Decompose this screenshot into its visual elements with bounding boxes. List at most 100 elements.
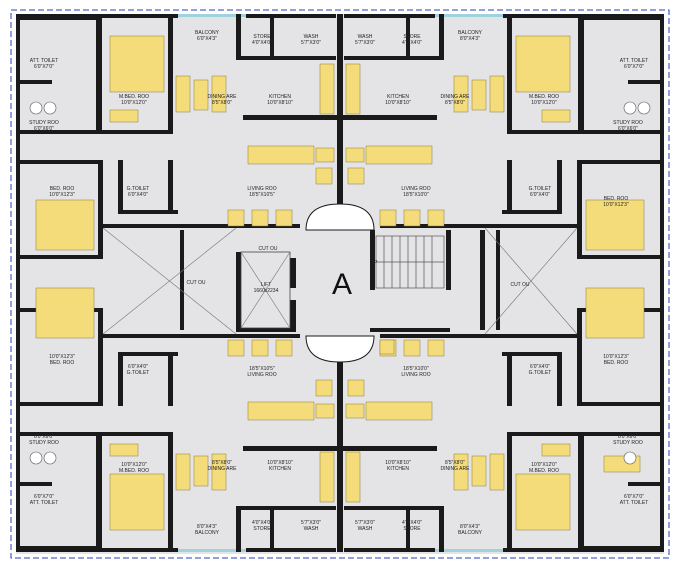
mbed-ne-dim: 10'0"X12'0": [531, 100, 557, 106]
living-ne-dim: 18'5"X10'0": [403, 192, 429, 198]
kitchen-sw-dim: 10'0"X8'10": [267, 460, 293, 466]
store-se-dim: 4'0"X4'0": [402, 520, 422, 526]
dining-nw-name: DINING ARE: [208, 94, 238, 100]
balcony-sw-dim: 8'0"X4'3": [197, 524, 217, 530]
wash-ne-name: WASH: [358, 34, 373, 40]
balcony-se-dim: 8'0"X4'3": [460, 524, 480, 530]
store-se-name: STORE: [403, 526, 421, 532]
study-se-name: STUDY ROO: [613, 440, 643, 446]
bed-sw-name: BED. ROO: [50, 360, 75, 366]
balcony-nw-name: BALCONY: [195, 30, 220, 36]
toilet-fixtures: [29, 101, 651, 465]
bed-nw-dim: 10'0"X12'3": [49, 192, 75, 198]
dining-ne-dim: 8'5"X8'0": [445, 100, 465, 106]
mbed-nw-dim: 10'0"X12'0": [121, 100, 147, 106]
dining-nw-dim: 8'5"X8'0": [212, 100, 232, 106]
store-ne-dim: 4'0"X4'0": [402, 40, 422, 46]
store-sw-dim: 4'0"X4'0": [252, 520, 272, 526]
wash-ne-dim: 5'7"X3'0": [355, 40, 375, 46]
atttoilet-ne-name: ATT. TOILET: [620, 58, 649, 64]
living-sw-dim: 18'5"X10'5": [249, 366, 275, 372]
gtoilet-nw-dim: 6'0"X4'0": [128, 192, 148, 198]
gtoilet-se-name: G.TOILET: [529, 370, 552, 376]
mbed-sw-name: M.BED. ROO: [119, 468, 149, 474]
atttoilet-se-name: ATT. TOILET: [620, 500, 649, 506]
staircase: [375, 235, 445, 289]
store-ne-name: STORE: [403, 34, 421, 40]
gtoilet-nw-name: G.TOILET: [127, 186, 150, 192]
dining-sw-name: DINING ARE: [208, 466, 238, 472]
atttoilet-nw-dim: 6'0"X7'0": [34, 64, 54, 70]
wash-sw-dim: 5'7"X3'0": [301, 520, 321, 526]
bed-ne-name: BED. ROO: [604, 196, 629, 202]
wash-se-name: WASH: [358, 526, 373, 532]
bed-se-dim: 10'0"X12'3": [603, 354, 629, 360]
atttoilet-nw-name: ATT. TOILET: [30, 58, 59, 64]
living-se-dim: 18'5"X10'0": [403, 366, 429, 372]
living-nw-name: LIVING ROO: [247, 186, 276, 192]
cutout-w-label: CUT OU: [186, 280, 205, 286]
study-nw-dim: 6'0"X6'0": [34, 126, 54, 132]
mbed-se-name: M.BED. ROO: [529, 468, 559, 474]
study-ne-dim: 6'0"X6'0": [618, 126, 638, 132]
atttoilet-sw-dim: 6'0"X7'0": [34, 494, 54, 500]
balcony-se-name: BALCONY: [458, 530, 483, 536]
kitchen-sw-name: KITCHEN: [269, 466, 291, 472]
bed-ne-dim: 10'0"X12'3": [603, 202, 629, 208]
dining-se-name: DINING ARE: [441, 466, 471, 472]
study-se-dim: 6'0"X6'0": [618, 434, 638, 440]
balcony-sw-name: BALCONY: [195, 530, 220, 536]
living-ne-name: LIVING ROO: [401, 186, 430, 192]
living-se-name: LIVING ROO: [401, 372, 430, 378]
bed-sw-dim: 10'0"X12'3": [49, 354, 75, 360]
kitchen-nw-dim: 10'0"X8'10": [267, 100, 293, 106]
balcony-ne-dim: 8'0"X4'3": [460, 36, 480, 42]
wash-sw-name: WASH: [304, 526, 319, 532]
store-nw-dim: 4'0"X4'0": [252, 40, 272, 46]
walls: [16, 14, 664, 552]
block-label: A: [332, 268, 352, 301]
cutout-top-label: CUT OU: [258, 246, 277, 252]
atttoilet-se-dim: 6'0"X7'0": [624, 494, 644, 500]
cutout-crosses: [102, 227, 578, 335]
lift-name: LIFT: [261, 282, 271, 288]
store-sw-name: STORE: [253, 526, 271, 532]
living-nw-dim: 18'5"X10'5": [249, 192, 275, 198]
balcony-nw-dim: 6'0"X4'3": [197, 36, 217, 42]
mbed-se-dim: 10'0"X12'0": [531, 462, 557, 468]
atttoilet-sw-name: ATT. TOILET: [30, 500, 59, 506]
study-nw-name: STUDY ROO: [29, 120, 59, 126]
balcony-ne-name: BALCONY: [458, 30, 483, 36]
atttoilet-ne-dim: 6'0"X7'0": [624, 64, 644, 70]
room-labels: BALCONY 6'0"X4'3" STORE 4'0"X4'0" WASH 5…: [29, 30, 648, 536]
wash-nw-name: WASH: [304, 34, 319, 40]
mbed-nw-name: M.BED. ROO: [119, 94, 149, 100]
gtoilet-sw-dim: 6'0"X4'0": [128, 364, 148, 370]
kitchen-ne-name: KITCHEN: [387, 94, 409, 100]
gtoilet-ne-dim: 6'0"X4'0": [530, 192, 550, 198]
outer-dashed-outline: [10, 9, 670, 559]
lift-dim: 1660x2234: [254, 288, 279, 294]
bed-nw-name: BED. ROO: [50, 186, 75, 192]
study-ne-name: STUDY ROO: [613, 120, 643, 126]
gtoilet-ne-name: G.TOILET: [529, 186, 552, 192]
study-sw-dim: 6'0"X6'0": [34, 434, 54, 440]
kitchen-nw-name: KITCHEN: [269, 94, 291, 100]
wash-nw-dim: 5'7"X3'0": [301, 40, 321, 46]
dining-sw-dim: 8'5"X8'0": [212, 460, 232, 466]
dining-se-dim: 8'5"X8'0": [445, 460, 465, 466]
wash-se-dim: 5'7"X3'0": [355, 520, 375, 526]
kitchen-se-name: KITCHEN: [387, 466, 409, 472]
mbed-ne-name: M.BED. ROO: [529, 94, 559, 100]
gtoilet-sw-name: G.TOILET: [127, 370, 150, 376]
kitchen-ne-dim: 10'0"X8'10": [385, 100, 411, 106]
gtoilet-se-dim: 6'0"X4'0": [530, 364, 550, 370]
bed-se-name: BED. ROO: [604, 360, 629, 366]
furniture: [35, 35, 645, 531]
mbed-sw-dim: 10'0"X12'0": [121, 462, 147, 468]
store-nw-name: STORE: [253, 34, 271, 40]
cutout-e-label: CUT OU: [510, 282, 529, 288]
stair-up-label: UP: [371, 260, 379, 266]
study-sw-name: STUDY ROO: [29, 440, 59, 446]
